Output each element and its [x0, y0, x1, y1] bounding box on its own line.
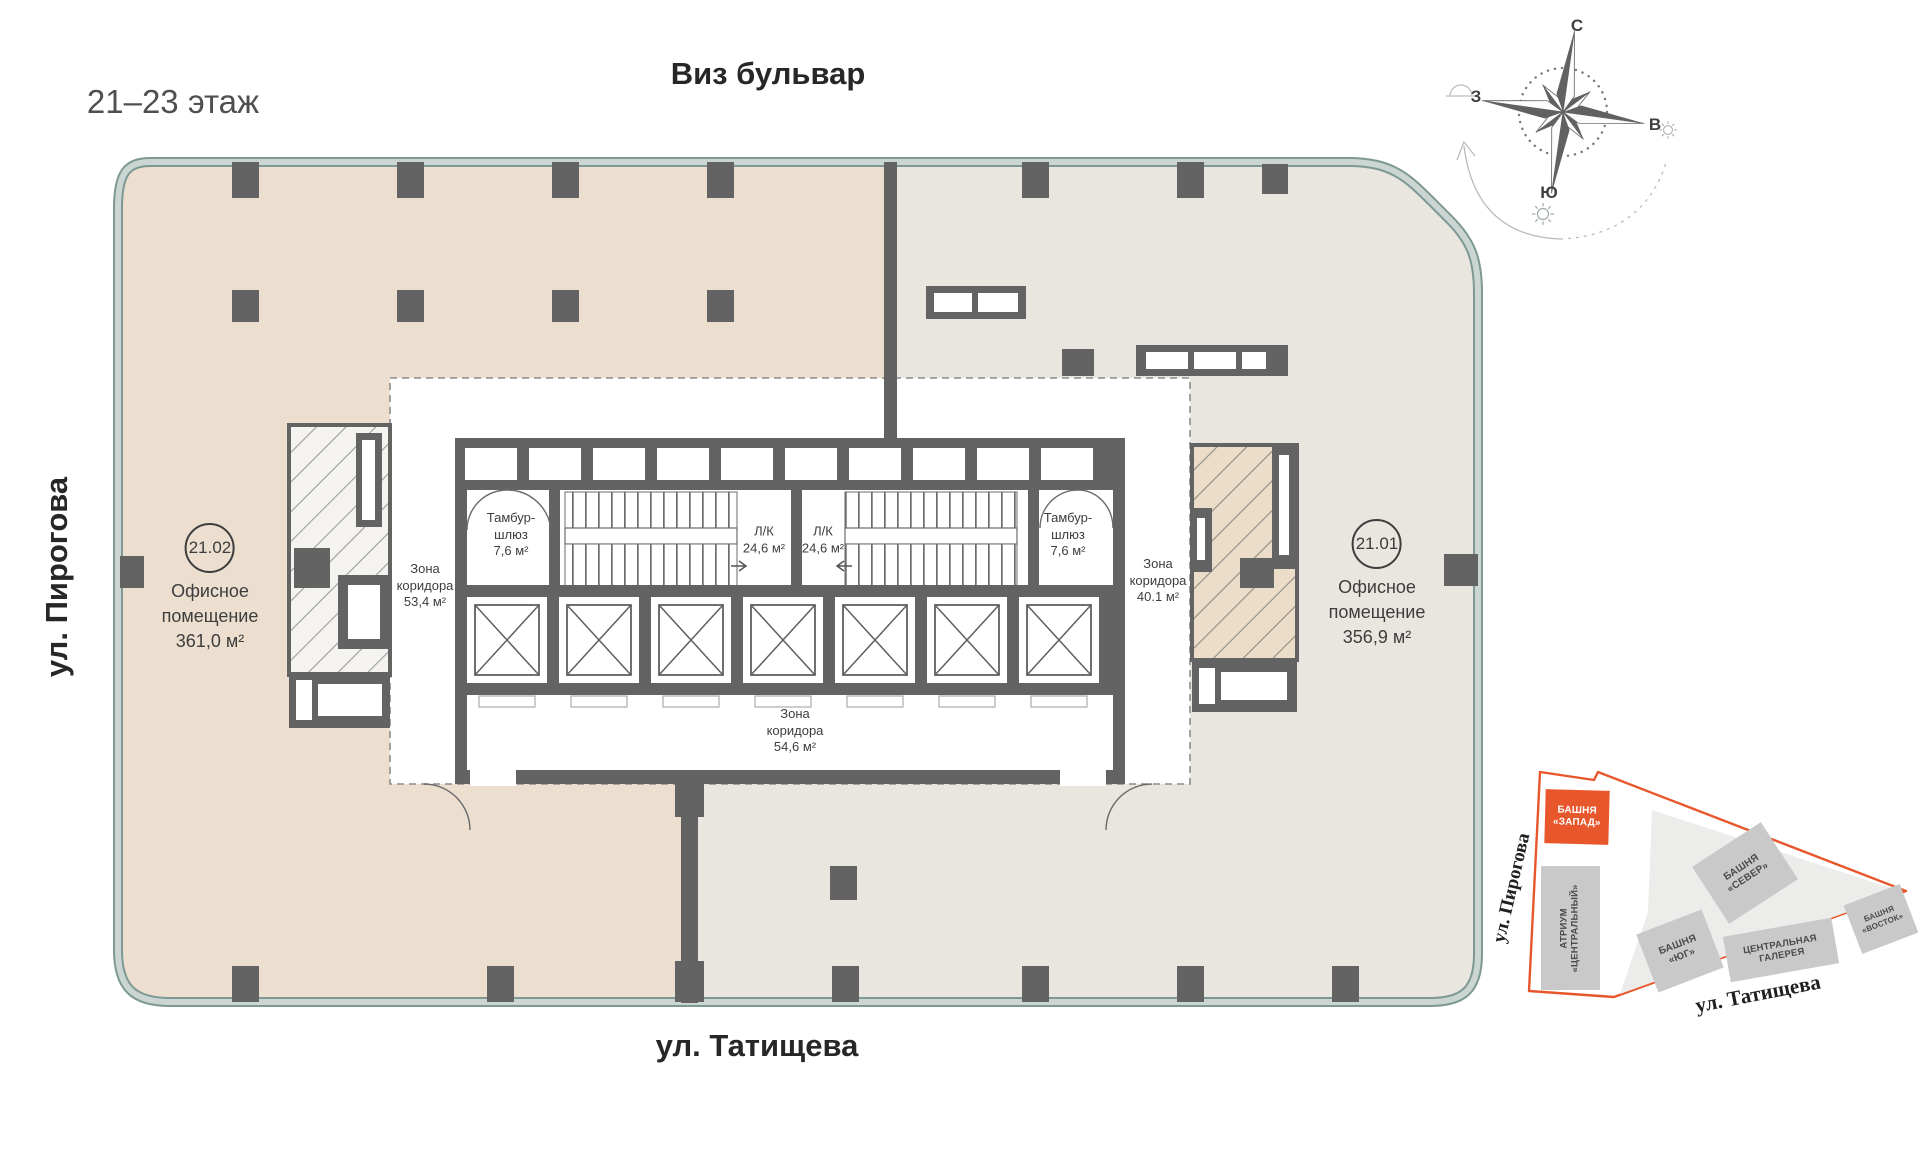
sun-icon: [1658, 120, 1678, 140]
hatched-zone-right: [1190, 443, 1299, 712]
structural-columns: [120, 162, 1478, 1002]
compass-south-label: Ю: [1540, 183, 1558, 202]
compass-west-label: З: [1470, 87, 1482, 106]
shaft-bars: [926, 286, 1288, 376]
office-area: 356,9 м²: [1342, 627, 1412, 648]
compass-north-label: С: [1570, 16, 1584, 35]
street-label-top: Виз бульвар: [670, 56, 866, 91]
floor-title: 21–23 этаж: [86, 83, 260, 120]
minimap-tower-west: БАШНЯ«ЗАПАД»: [1544, 789, 1610, 845]
sunrise-icon: [1446, 84, 1477, 97]
office-label-21-02: 21.02 Офисное помещение 361,0 м²: [162, 523, 258, 655]
minimap-atrium-central: АТРИУМ«ЦЕНТРАЛЬНЫЙ»: [1541, 866, 1600, 990]
street-label-left: ул. Пирогова: [39, 476, 74, 678]
street-label-bottom: ул. Татищева: [655, 1028, 859, 1063]
hatched-zone-left: [287, 423, 392, 728]
core-internals: [423, 438, 1153, 831]
office-number-badge: 21.01: [1352, 519, 1402, 569]
unit-dividing-walls: [675, 162, 897, 1003]
compass-east-label: В: [1648, 115, 1662, 134]
stair-arrow-left-icon: [835, 560, 852, 572]
compass-rose-icon: [1446, 29, 1678, 240]
office-label-21-01: 21.01 Офисное помещение 356,9 м²: [1329, 519, 1425, 651]
stair-arrow-right-icon: [731, 560, 748, 572]
office-number-badge: 21.02: [185, 523, 235, 573]
office-area: 361,0 м²: [175, 631, 245, 652]
sun-icon: [1531, 202, 1555, 226]
sun-path-arc: [1463, 145, 1561, 240]
